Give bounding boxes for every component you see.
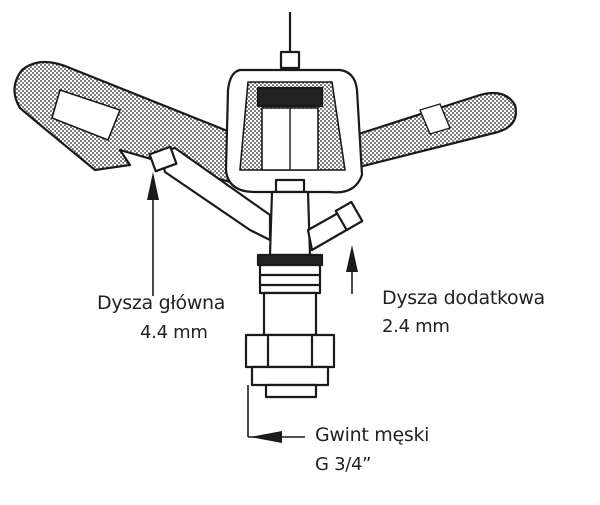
main-nozzle-label: Dysza główna bbox=[97, 292, 226, 314]
aux-nozzle-size: 2.4 mm bbox=[382, 316, 450, 337]
thread-label: Gwint męski bbox=[315, 424, 430, 446]
arrow-up-icon bbox=[346, 245, 358, 272]
hex-nut bbox=[244, 333, 336, 369]
thread-size: G 3/4” bbox=[315, 454, 372, 475]
shaft-cap bbox=[279, 50, 301, 70]
aux-nozzle-label: Dysza dodatkowa bbox=[382, 287, 545, 309]
arrow-left-icon bbox=[250, 431, 282, 443]
stem bbox=[268, 190, 312, 257]
arrow-up-icon bbox=[147, 172, 159, 200]
main-nozzle-size: 4.4 mm bbox=[140, 322, 208, 343]
